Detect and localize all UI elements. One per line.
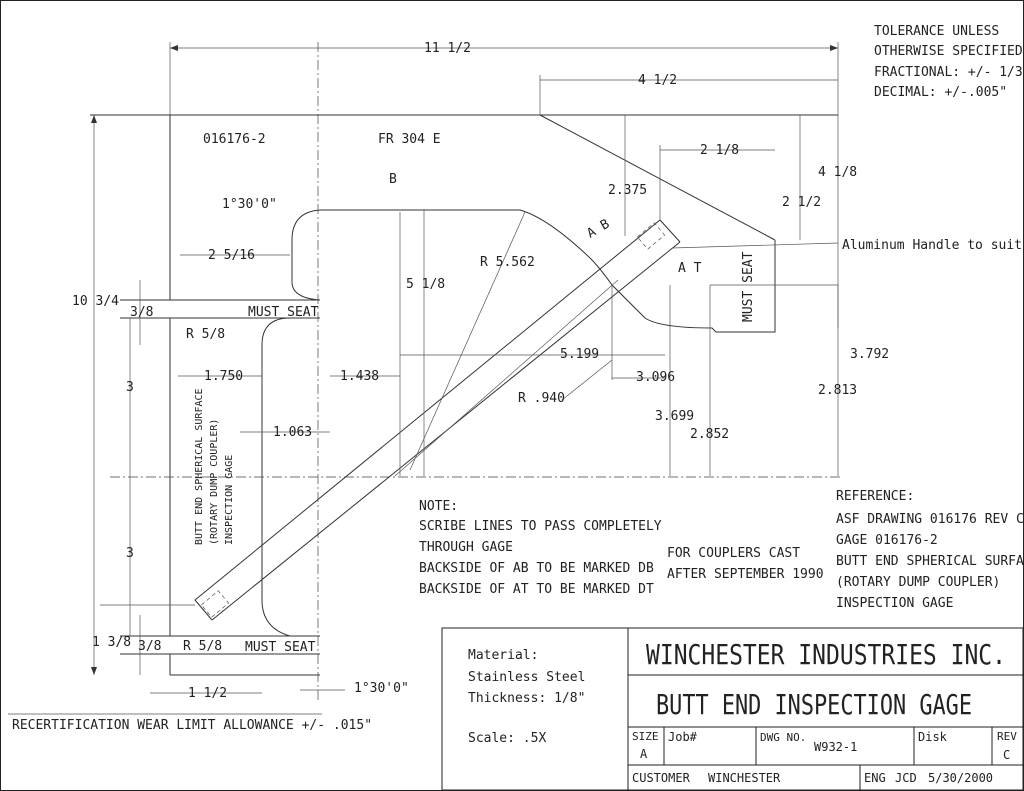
- dim-2-375: 2.375: [608, 183, 647, 198]
- material-value: Stainless Steel: [468, 670, 585, 685]
- must-seat-lower-label: MUST SEAT: [245, 640, 316, 655]
- dim-2-813: 2.813: [818, 383, 857, 398]
- must-seat-right-label: MUST SEAT: [741, 251, 756, 322]
- tolerance-note: TOLERANCE UNLESS OTHERWISE SPECIFIED: FR…: [874, 24, 1024, 100]
- dim-3-lower: 3: [126, 546, 134, 561]
- dim-1-3-8: 1 3/8: [92, 635, 131, 650]
- dim-3: 3: [126, 380, 134, 395]
- dim-1-063: 1.063: [273, 425, 312, 440]
- must-seat-upper-label: MUST SEAT: [248, 305, 319, 320]
- reference-line-3: GAGE 016176-2: [836, 533, 938, 548]
- note-line-2: SCRIBE LINES TO PASS COMPLETELY: [419, 519, 662, 534]
- fr-label: FR 304 E: [378, 132, 441, 147]
- dim-1-750: 1.750: [204, 369, 243, 384]
- couplers-line-2: AFTER SEPTEMBER 1990: [667, 567, 824, 582]
- customer-label: CUSTOMER: [632, 771, 691, 785]
- couplers-note: FOR COUPLERS CAST AFTER SEPTEMBER 1990: [667, 546, 824, 582]
- reference-note: REFERENCE: ASF DRAWING 016176 REV C GAGE…: [836, 489, 1024, 611]
- dim-1-1-2: 1 1/2: [188, 686, 227, 701]
- dim-r-5-562: R 5.562: [480, 255, 535, 270]
- vertical-text-3: INSPECTION GAGE: [224, 455, 235, 545]
- dimension-texts: 11 1/2 4 1/2 2 1/8 4 1/8 2 1/2 2.375 1°3…: [72, 41, 889, 701]
- dim-2-1-2: 2 1/2: [782, 195, 821, 210]
- rev-value: C: [1003, 748, 1010, 762]
- dim-r-5-8-top: R 5/8: [186, 327, 225, 342]
- date-value: 5/30/2000: [928, 771, 993, 785]
- reference-line-1: REFERENCE:: [836, 489, 914, 504]
- scribe-note: NOTE: SCRIBE LINES TO PASS COMPLETELY TH…: [419, 499, 662, 597]
- vertical-text-2: (ROTARY DUMP COUPLER): [209, 419, 220, 545]
- dwg-number: W932-1: [814, 740, 857, 754]
- note-line-4: BACKSIDE OF AB TO BE MARKED DB: [419, 561, 654, 576]
- point-b-label: B: [389, 172, 397, 187]
- note-line-3: THROUGH GAGE: [419, 540, 513, 555]
- recertification-note: RECERTIFICATION WEAR LIMIT ALLOWANCE +/-…: [12, 718, 372, 733]
- eng-value: JCD: [895, 771, 917, 785]
- dim-3-8-top: 3/8: [130, 305, 153, 320]
- dim-11-1-2: 11 1/2: [424, 41, 471, 56]
- dim-2-852: 2.852: [690, 427, 729, 442]
- dim-r-940: R .940: [518, 391, 565, 406]
- material-label: Material:: [468, 648, 538, 663]
- job-label: Job#: [668, 730, 698, 744]
- customer-value: WINCHESTER: [708, 771, 781, 785]
- drawing-title: BUTT END INSPECTION GAGE: [656, 688, 972, 721]
- company-name: WINCHESTER INDUSTRIES INC.: [646, 638, 1006, 671]
- reference-line-5: (ROTARY DUMP COUPLER): [836, 575, 1000, 590]
- tolerance-line-1: TOLERANCE UNLESS: [874, 24, 999, 39]
- dim-3-699: 3.699: [655, 409, 694, 424]
- dwg-label: DWG NO.: [760, 731, 806, 744]
- dim-4-1-2: 4 1/2: [638, 73, 677, 88]
- dim-angle-bottom: 1°30'0": [354, 681, 409, 696]
- dim-1-438: 1.438: [340, 369, 379, 384]
- dimension-lines: [8, 42, 839, 715]
- tolerance-line-4: DECIMAL: +/-.005": [874, 85, 1007, 100]
- rev-label: REV: [997, 730, 1017, 743]
- note-line-1: NOTE:: [419, 499, 458, 514]
- dim-3-096: 3.096: [636, 370, 675, 385]
- point-at-label: A T: [678, 261, 702, 276]
- dim-3-792: 3.792: [850, 347, 889, 362]
- gage-outline: [90, 42, 840, 700]
- dim-r-5-8-bottom: R 5/8: [183, 639, 222, 654]
- dim-2-1-8: 2 1/8: [700, 143, 739, 158]
- size-label: SIZE: [632, 730, 659, 743]
- vertical-text-1: BUTT END SPHERICAL SURFACE: [194, 388, 205, 545]
- part-number-label: 016176-2: [203, 132, 266, 147]
- reference-line-6: INSPECTION GAGE: [836, 596, 953, 611]
- note-line-5: BACKSIDE OF AT TO BE MARKED DT: [419, 582, 654, 597]
- couplers-line-1: FOR COUPLERS CAST: [667, 546, 800, 561]
- title-block: Material: Stainless Steel Thickness: 1/8…: [441, 627, 1024, 791]
- disk-label: Disk: [918, 730, 948, 744]
- reference-line-2: ASF DRAWING 016176 REV C: [836, 512, 1024, 527]
- eng-label: ENG: [864, 771, 886, 785]
- size-value: A: [640, 747, 648, 761]
- thickness-value: Thickness: 1/8": [468, 691, 585, 706]
- reference-line-4: BUTT END SPHERICAL SURFACE: [836, 554, 1024, 569]
- point-ab-label: A B: [585, 217, 613, 242]
- dim-5-1-8: 5 1/8: [406, 277, 445, 292]
- handle-label: Aluminum Handle to suit: [842, 238, 1022, 253]
- tolerance-line-2: OTHERWISE SPECIFIED:: [874, 44, 1024, 59]
- dim-10-3-4: 10 3/4: [72, 294, 119, 309]
- dim-angle-top: 1°30'0": [222, 197, 277, 212]
- dim-2-5-16: 2 5/16: [208, 248, 255, 263]
- dim-3-8-bottom: 3/8: [138, 639, 161, 654]
- tolerance-line-3: FRACTIONAL: +/- 1/32": [874, 65, 1024, 80]
- dim-5-199: 5.199: [560, 347, 599, 362]
- dim-4-1-8: 4 1/8: [818, 165, 857, 180]
- part-labels: 016176-2 FR 304 E B A B A T MUST SEAT MU…: [194, 132, 1022, 655]
- scale-value: Scale: .5X: [468, 731, 546, 746]
